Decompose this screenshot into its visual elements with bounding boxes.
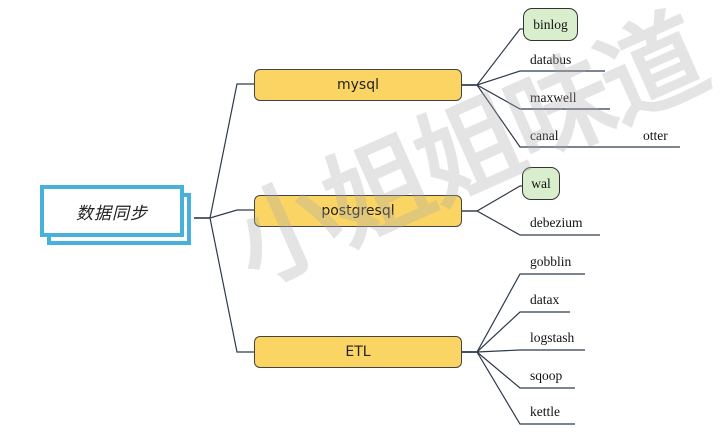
etl-to-kettle-line	[462, 351, 575, 425]
category-node-etl[interactable]: ETL	[254, 336, 462, 368]
leaf-node-wal[interactable]: wal	[522, 167, 560, 200]
category-label: postgresql	[321, 203, 395, 219]
root-node[interactable]: 数据同步	[40, 185, 184, 237]
category-node-mysql[interactable]: mysql	[254, 69, 462, 101]
root-to-mysql-line	[194, 83, 254, 219]
leaf-node-datax[interactable]: datax	[530, 292, 560, 307]
leaf-node-maxwell[interactable]: maxwell	[530, 90, 577, 105]
postgresql-to-wal-line	[462, 185, 524, 212]
leaf-label: binlog	[533, 16, 568, 32]
category-label: mysql	[337, 77, 379, 93]
category-node-postgresql[interactable]: postgresql	[254, 195, 462, 227]
leaf-node-databus[interactable]: databus	[530, 52, 572, 67]
mysql-to-databus-line	[462, 70, 605, 86]
leaf-label: wal	[531, 175, 551, 191]
leaf-node-logstash[interactable]: logstash	[530, 330, 575, 345]
etl-to-logstash-line	[462, 349, 585, 353]
leaf-node-sqoop[interactable]: sqoop	[530, 368, 563, 383]
leaf-node-canal[interactable]: canal	[530, 128, 559, 143]
leaf-node-binlog[interactable]: binlog	[523, 8, 578, 41]
leaf-node-otter[interactable]: otter	[643, 128, 668, 143]
leaf-node-debezium[interactable]: debezium	[530, 215, 583, 230]
leaf-node-kettle[interactable]: kettle	[530, 404, 560, 419]
leaf-node-gobblin[interactable]: gobblin	[530, 254, 572, 269]
root-to-etl-line	[194, 217, 254, 353]
postgresql-to-debezium-line	[462, 210, 600, 236]
root-to-postgresql-line	[194, 209, 254, 219]
category-label: ETL	[345, 344, 371, 360]
mysql-to-canal-line	[462, 84, 568, 148]
mysql-to-binlog-line	[462, 28, 525, 86]
root-label: 数据同步	[76, 203, 148, 224]
